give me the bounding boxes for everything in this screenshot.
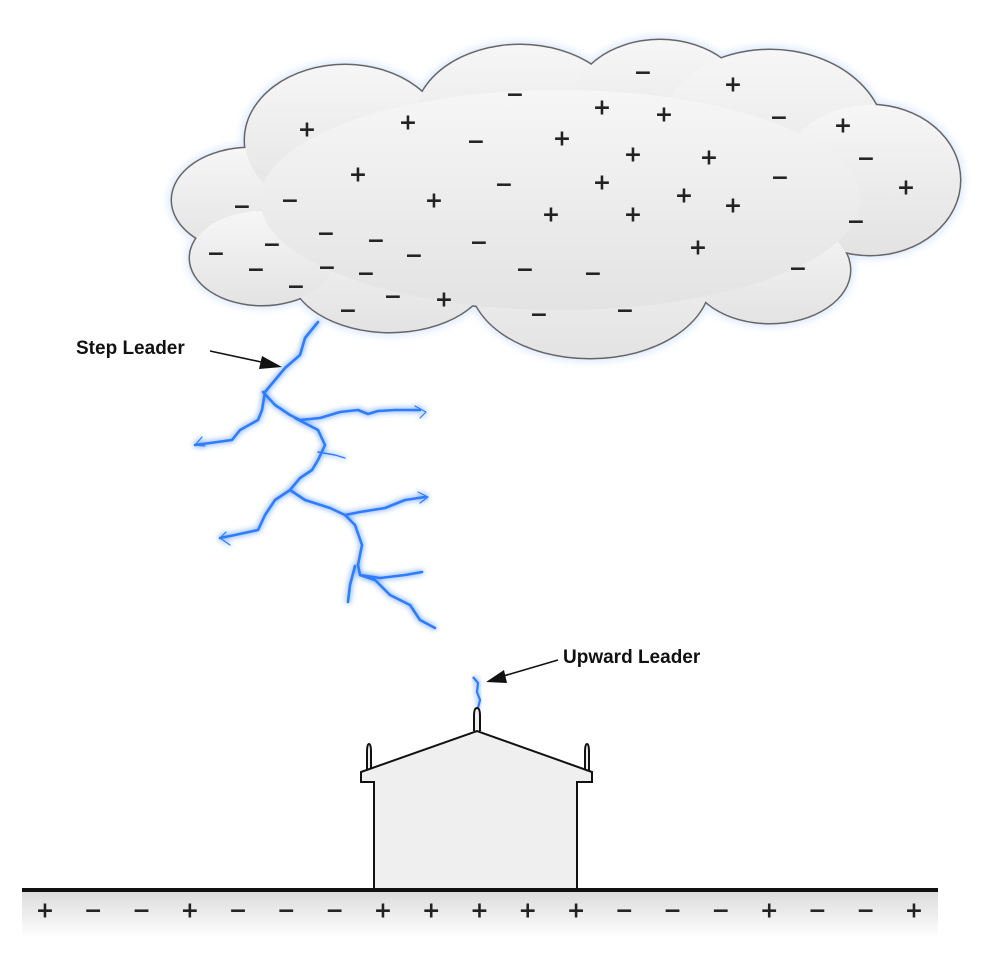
ground-positive-charge: +	[905, 899, 923, 924]
ground-positive-charge: +	[181, 899, 199, 924]
ground: + − − + − − − + + + + + − − − + − − +	[22, 888, 938, 938]
positive-charge: +	[298, 118, 316, 143]
building	[360, 706, 593, 890]
ground-positive-charge: +	[519, 899, 537, 924]
negative-charge: −	[789, 257, 807, 282]
upward-leader-spark	[472, 676, 482, 709]
negative-charge: −	[634, 61, 652, 86]
ground-positive-charge: +	[470, 899, 488, 924]
negative-charge: −	[516, 258, 534, 283]
negative-charge: −	[339, 299, 357, 324]
negative-charge: −	[384, 285, 402, 310]
positive-charge: +	[624, 143, 642, 168]
negative-charge: −	[287, 275, 305, 300]
ground-negative-charge: −	[808, 899, 826, 924]
positive-charge: +	[553, 127, 571, 152]
positive-charge: +	[724, 194, 742, 219]
positive-charge: +	[349, 163, 367, 188]
negative-charge: −	[357, 262, 375, 287]
positive-charge: +	[593, 171, 611, 196]
negative-charge: −	[233, 195, 251, 220]
ground-negative-charge: −	[84, 899, 102, 924]
negative-charge: −	[847, 210, 865, 235]
ground-negative-charge: −	[277, 899, 295, 924]
negative-charge: −	[207, 242, 225, 267]
negative-charge: −	[405, 244, 423, 269]
step-leader-label: Step Leader	[76, 338, 185, 359]
positive-charge: +	[689, 236, 707, 261]
step-leader-lightning	[193, 320, 437, 630]
upward-leader-arrow	[486, 659, 559, 683]
positive-charge: +	[542, 203, 560, 228]
negative-charge: −	[770, 106, 788, 131]
negative-charge: −	[857, 147, 875, 172]
negative-charge: −	[247, 258, 265, 283]
ground-negative-charge: −	[132, 899, 150, 924]
positive-charge: +	[655, 103, 673, 128]
step-leader-arrow	[209, 350, 282, 369]
lightning-rod-left	[366, 742, 372, 772]
ground-positive-charge: +	[36, 899, 54, 924]
positive-charge: +	[593, 96, 611, 121]
ground-positive-charge: +	[567, 899, 585, 924]
negative-charge: −	[367, 229, 385, 254]
ground-positive-charge: +	[422, 899, 440, 924]
negative-charge: −	[317, 222, 335, 247]
ground-negative-charge: −	[229, 899, 247, 924]
negative-charge: −	[771, 166, 789, 191]
positive-charge: +	[675, 184, 693, 209]
ground-negative-charge: −	[712, 899, 730, 924]
ground-positive-charge: +	[760, 899, 778, 924]
negative-charge: −	[263, 233, 281, 258]
positive-charge: +	[399, 111, 417, 136]
positive-charge: +	[834, 114, 852, 139]
positive-charge: +	[435, 288, 453, 313]
negative-charge: −	[506, 83, 524, 108]
positive-charge: +	[897, 176, 915, 201]
upward-leader-label: Upward Leader	[563, 647, 701, 668]
negative-charge: −	[281, 189, 299, 214]
ground-negative-charge: −	[325, 899, 343, 924]
positive-charge: +	[624, 203, 642, 228]
negative-charge: −	[470, 231, 488, 256]
lightning-rod-center	[473, 706, 481, 731]
positive-charge: +	[425, 189, 443, 214]
ground-negative-charge: −	[857, 899, 875, 924]
negative-charge: −	[530, 303, 548, 328]
negative-charge: −	[467, 130, 485, 155]
negative-charge: −	[616, 299, 634, 324]
negative-charge: −	[495, 173, 513, 198]
ground-negative-charge: −	[615, 899, 633, 924]
negative-charge: −	[584, 262, 602, 287]
positive-charge: +	[700, 146, 718, 171]
negative-charge: −	[318, 256, 336, 281]
positive-charge: +	[724, 73, 742, 98]
ground-negative-charge: −	[663, 899, 681, 924]
ground-positive-charge: +	[374, 899, 392, 924]
cloud: ++−−+++−+−+++−+−++−+−−++++−−−−+−−−−−−−−−…	[168, 36, 964, 362]
lightning-rod-right	[584, 742, 590, 772]
